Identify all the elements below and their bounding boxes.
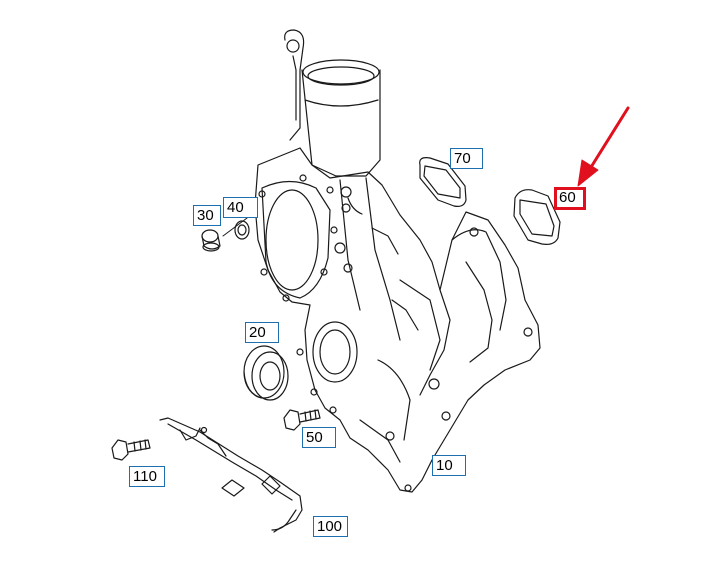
callout-100[interactable]: 100: [313, 516, 348, 537]
callout-10[interactable]: 10: [432, 455, 466, 476]
bolt-50-drawing: [283, 409, 321, 431]
washer-40-drawing: [234, 220, 250, 240]
callout-30[interactable]: 30: [193, 205, 221, 226]
callout-40[interactable]: 40: [223, 197, 258, 218]
bolt-110-drawing: [111, 439, 151, 461]
callout-60[interactable]: 60: [554, 187, 586, 210]
gasket-70-drawing: [419, 157, 467, 207]
callout-50[interactable]: 50: [302, 427, 336, 448]
timing-cover-housing: [254, 29, 541, 493]
callout-70[interactable]: 70: [450, 148, 483, 169]
bracket-100-drawing: [159, 417, 303, 533]
gasket-60-drawing: [513, 189, 561, 245]
callout-20[interactable]: 20: [245, 322, 279, 343]
highlight-arrow: [577, 106, 630, 187]
callout-110[interactable]: 110: [129, 466, 165, 487]
seal-20-drawing: [243, 345, 289, 401]
